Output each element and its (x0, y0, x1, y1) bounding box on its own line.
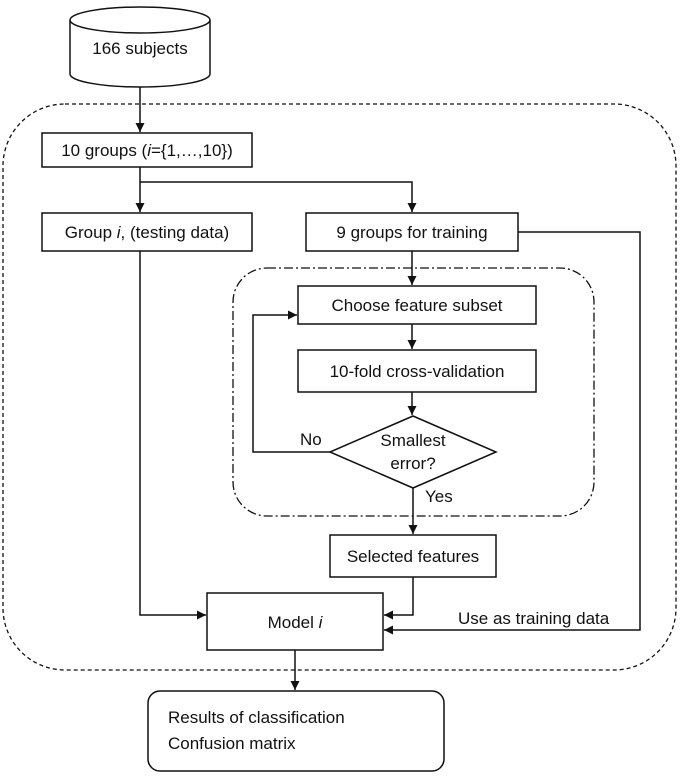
outer-loop-region (2, 103, 677, 671)
edge-label-yes: Yes (425, 487, 453, 506)
edge-label-no: No (300, 430, 322, 449)
arrow-selected-to-model (384, 577, 414, 620)
testing-group-label: Group i, (testing data) (65, 223, 229, 242)
smallest-error-decision: Smallest error? (328, 415, 498, 489)
arrow-training-data-to-model (384, 231, 641, 635)
decision-label-line1: Smallest (380, 431, 445, 450)
selected-features-box: Selected features (329, 534, 497, 578)
selected-features-label: Selected features (347, 547, 479, 566)
arrow-testing-to-model (139, 251, 206, 620)
training-groups-label: 9 groups for training (336, 223, 487, 242)
edge-label-training-data: Use as training data (458, 609, 610, 628)
choose-feature-subset-box: Choose feature subset (297, 285, 537, 325)
decision-label-line2: error? (390, 454, 435, 473)
model-box: Model i (206, 592, 384, 651)
results-label-line2: Confusion matrix (168, 734, 296, 753)
choose-feature-subset-label: Choose feature subset (331, 296, 502, 315)
groups-label: 10 groups (i={1,…,10}) (61, 141, 233, 160)
arrow-decision-no-loop (252, 310, 330, 453)
results-box: Results of classification Confusion matr… (147, 690, 445, 772)
subjects-label: 166 subjects (92, 39, 187, 58)
arrow-groups-to-training (140, 181, 417, 212)
cross-validation-label: 10-fold cross-validation (330, 362, 505, 381)
testing-group-box: Group i, (testing data) (41, 212, 253, 252)
groups-box: 10 groups (i={1,…,10}) (41, 132, 253, 168)
training-groups-box: 9 groups for training (305, 212, 519, 252)
subjects-database: 166 subjects (69, 6, 211, 88)
cross-validation-box: 10-fold cross-validation (297, 349, 537, 393)
model-label: Model i (268, 613, 324, 632)
results-label-line1: Results of classification (168, 708, 345, 727)
